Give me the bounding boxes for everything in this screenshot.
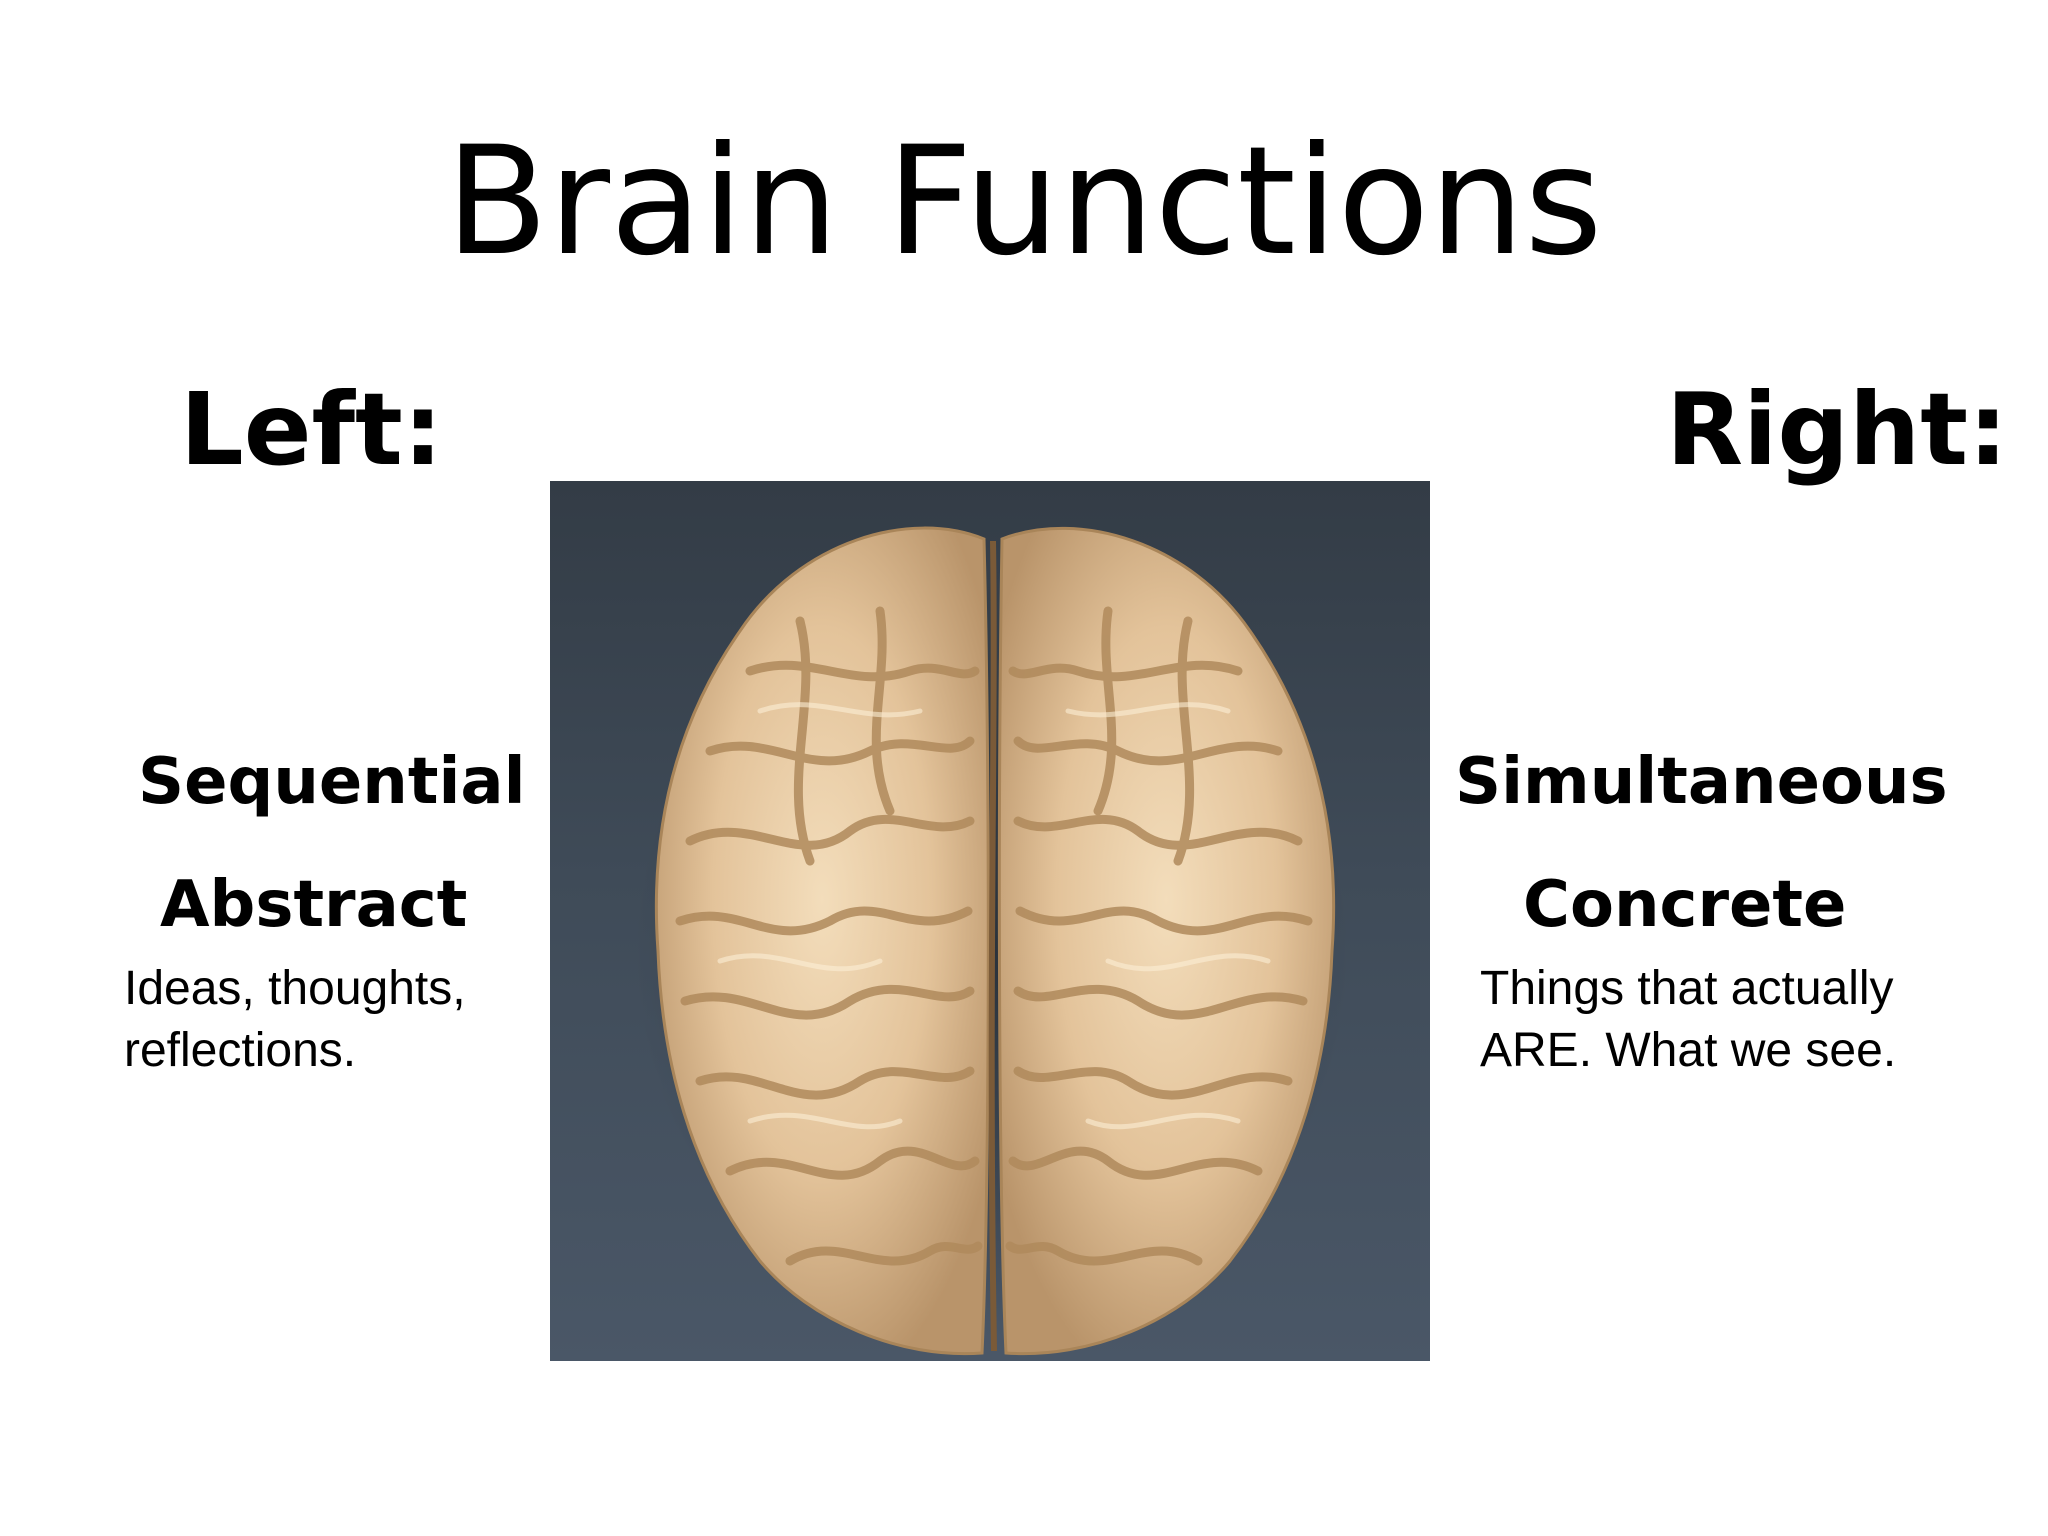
left-hemisphere-shape xyxy=(654,526,990,1356)
left-sulci xyxy=(675,606,983,1266)
brain-highlights xyxy=(717,702,1271,1130)
right-term-concrete: Concrete xyxy=(1523,868,1847,942)
left-description: Ideas, thoughts, reflections. xyxy=(124,962,466,1077)
right-hemisphere-heading: Right: xyxy=(1666,371,2008,488)
slide-title: Brain Functions xyxy=(445,115,1603,289)
brain-image xyxy=(550,481,1430,1361)
left-term-abstract: Abstract xyxy=(160,868,468,942)
longitudinal-fissure xyxy=(988,540,997,1352)
right-term-simultaneous: Simultaneous xyxy=(1455,745,1948,819)
right-description: Things that actually ARE. What we see. xyxy=(1480,962,1897,1077)
right-hemisphere-shape xyxy=(997,526,1336,1356)
brain-illustration xyxy=(632,526,1352,1356)
left-hemisphere-heading: Left: xyxy=(180,371,443,488)
right-sulci xyxy=(1005,606,1313,1266)
left-term-sequential: Sequential xyxy=(138,745,526,819)
